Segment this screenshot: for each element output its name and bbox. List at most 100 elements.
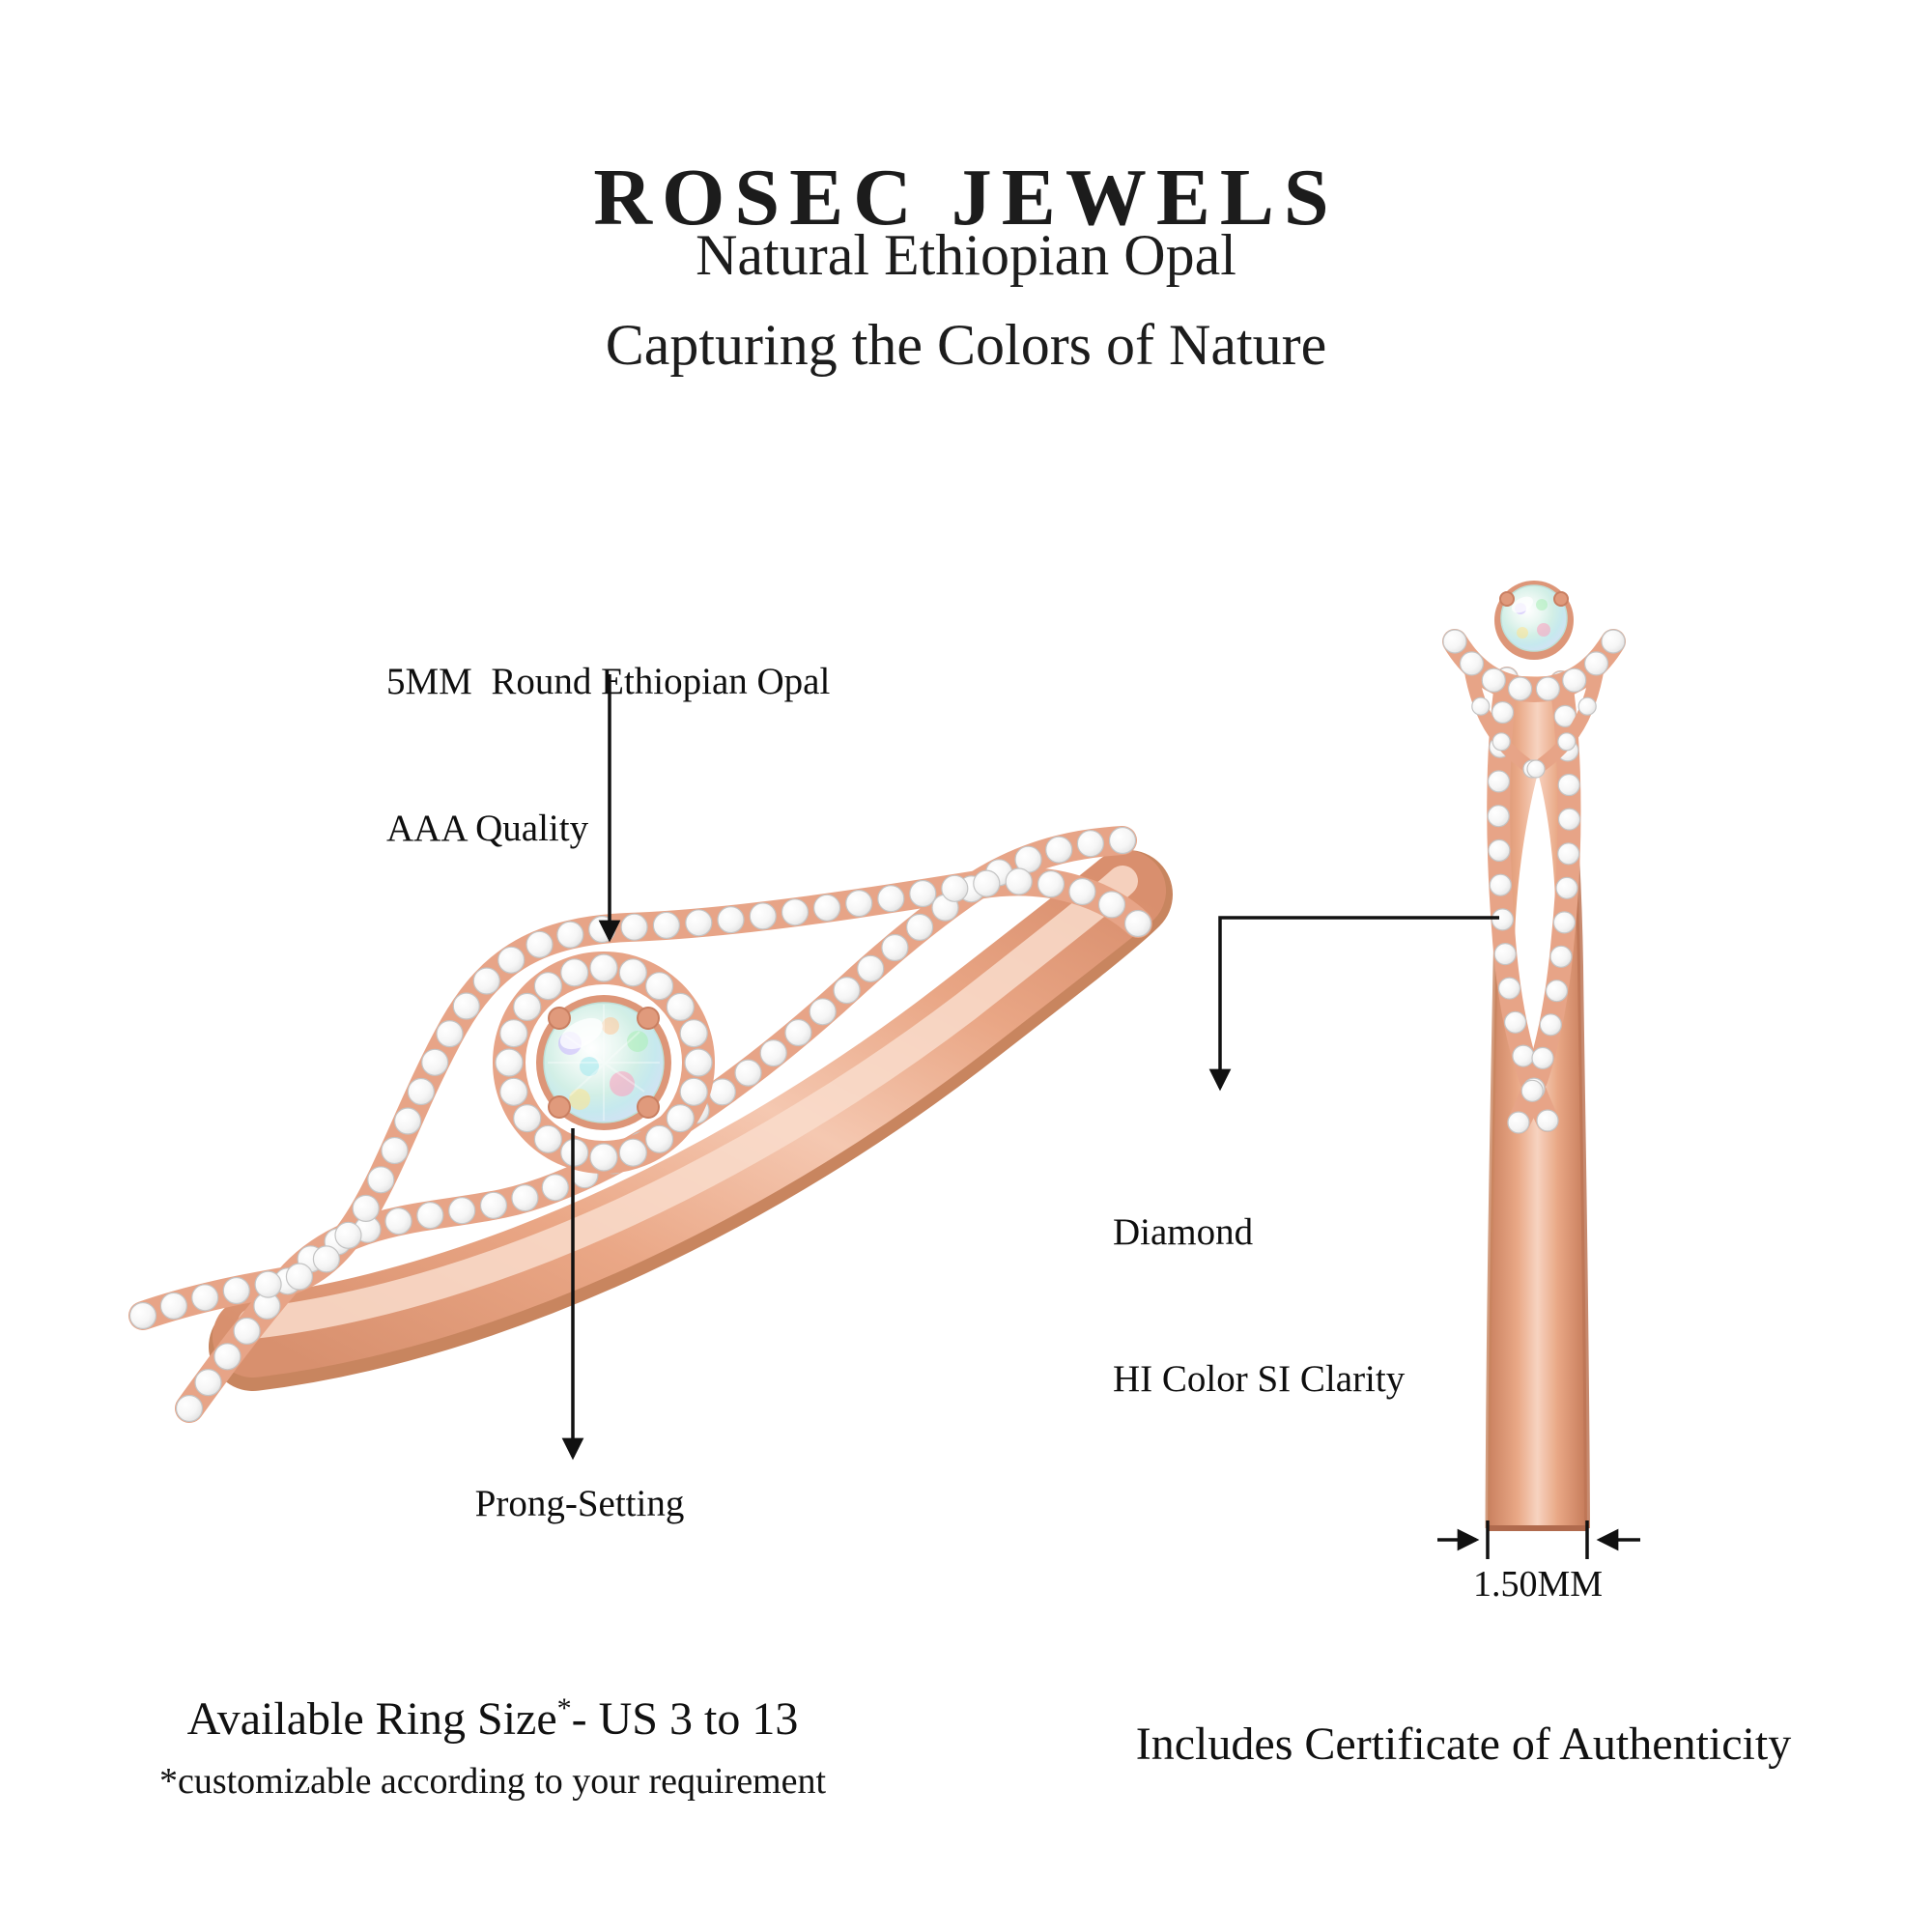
stone-annotation-line-1: 5MM Round Ethiopian Opal [386, 661, 831, 703]
diamond [1487, 770, 1511, 793]
diamond [784, 1018, 812, 1047]
diamond [941, 874, 969, 902]
diamond [1577, 696, 1597, 716]
annotation-arrows [561, 674, 1640, 1559]
side-halo-diamonds [1442, 629, 1626, 701]
diamond [1503, 1010, 1527, 1034]
prong-annotation: Prong-Setting [474, 1483, 685, 1524]
subtitle-line-1: Natural Ethiopian Opal [696, 223, 1236, 287]
diamond [191, 1284, 219, 1312]
ring-size-range: - US 3 to 13 [571, 1693, 799, 1745]
diamond [1076, 830, 1105, 858]
gallery-wire-left [1463, 660, 1539, 776]
diamond [589, 953, 618, 982]
diamond [717, 905, 745, 934]
diamond [618, 958, 647, 987]
diamond [1531, 1046, 1554, 1070]
diamond [845, 889, 873, 918]
diamond [620, 913, 648, 941]
prongs [548, 1007, 660, 1119]
diamond [1536, 1109, 1559, 1132]
diamond [679, 1077, 708, 1106]
diamond [1488, 838, 1511, 863]
diamond [533, 972, 563, 1001]
diamond [1492, 732, 1511, 752]
diamond [812, 894, 841, 922]
diamond [1539, 1013, 1562, 1037]
diamond [407, 1077, 435, 1106]
diamond [684, 1048, 713, 1077]
stone-annotation: 5MM Round Ethiopian Opal AAA Quality [386, 560, 830, 903]
side-prongs [1499, 591, 1569, 607]
diamond-annotation: Diamond HI Color SI Clarity [1113, 1111, 1405, 1454]
diamond [749, 902, 777, 930]
diamond [254, 1270, 282, 1298]
diamond [175, 1394, 204, 1423]
diamond [881, 933, 909, 962]
diamond [367, 1166, 395, 1194]
subtitle: Natural Ethiopian Opal Capturing the Col… [0, 211, 1932, 390]
diamond [833, 976, 861, 1005]
diamond [909, 879, 937, 908]
diamond [1557, 773, 1580, 797]
diamond [781, 898, 810, 926]
diamond [679, 1019, 708, 1048]
diamond [436, 1019, 464, 1048]
diamond [1491, 700, 1515, 724]
diamond [1442, 629, 1467, 654]
diamond [533, 1124, 563, 1153]
diamond [685, 909, 713, 937]
diamond [1487, 805, 1510, 828]
diamond [1562, 668, 1587, 693]
diamond [1549, 945, 1573, 968]
ring-size-asterisk: * [556, 1692, 572, 1724]
diamond [1045, 836, 1073, 864]
diamond [556, 921, 584, 949]
diamond [233, 1317, 261, 1346]
diamond [479, 1191, 508, 1219]
diamond [1507, 1111, 1530, 1134]
diamond [589, 1143, 618, 1172]
diamond [1123, 909, 1152, 938]
ring-front-view [128, 826, 1173, 1423]
diamond-annotation-line-2: HI Color SI Clarity [1113, 1358, 1406, 1401]
diamond [1526, 759, 1546, 779]
diamond [1068, 877, 1096, 906]
subtitle-line-2: Capturing the Colors of Nature [605, 313, 1327, 377]
diamond [1601, 629, 1626, 654]
diamond [644, 972, 674, 1001]
customizable-note: *customizable according to your requirem… [158, 1761, 827, 1802]
diamond [222, 1276, 250, 1305]
diamond [452, 992, 480, 1020]
diamond-annotation-leader [1208, 916, 1499, 1092]
diamond [128, 1301, 157, 1330]
diamond [1545, 980, 1569, 1003]
diamond [541, 1174, 569, 1202]
diamond [652, 911, 681, 940]
diamond [526, 930, 554, 958]
diamond [334, 1221, 362, 1249]
pave-diamonds-upper-strand [128, 867, 1152, 1330]
halo-diamonds [495, 953, 713, 1172]
diamond [513, 1103, 542, 1133]
diamond [857, 954, 885, 982]
certificate-text: Includes Certificate of Authenticity [1135, 1719, 1792, 1770]
diamond [513, 992, 542, 1022]
diamond [1552, 911, 1577, 934]
diamond [1555, 876, 1578, 899]
diamond [1491, 908, 1515, 931]
diamond [1507, 676, 1533, 701]
diamond [497, 946, 526, 974]
diamond [1097, 891, 1126, 919]
diamond [905, 913, 934, 942]
ring-size-text: Available Ring Size*- US 3 to 13 [39, 1692, 947, 1746]
gallery-wire-right [1529, 660, 1605, 776]
diamond-annotation-line-1: Diamond [1113, 1211, 1254, 1254]
diamond [499, 1019, 528, 1048]
diamond [973, 869, 1001, 897]
diamond [1512, 1044, 1535, 1067]
diamond [394, 1107, 422, 1135]
diamond [1557, 732, 1577, 752]
